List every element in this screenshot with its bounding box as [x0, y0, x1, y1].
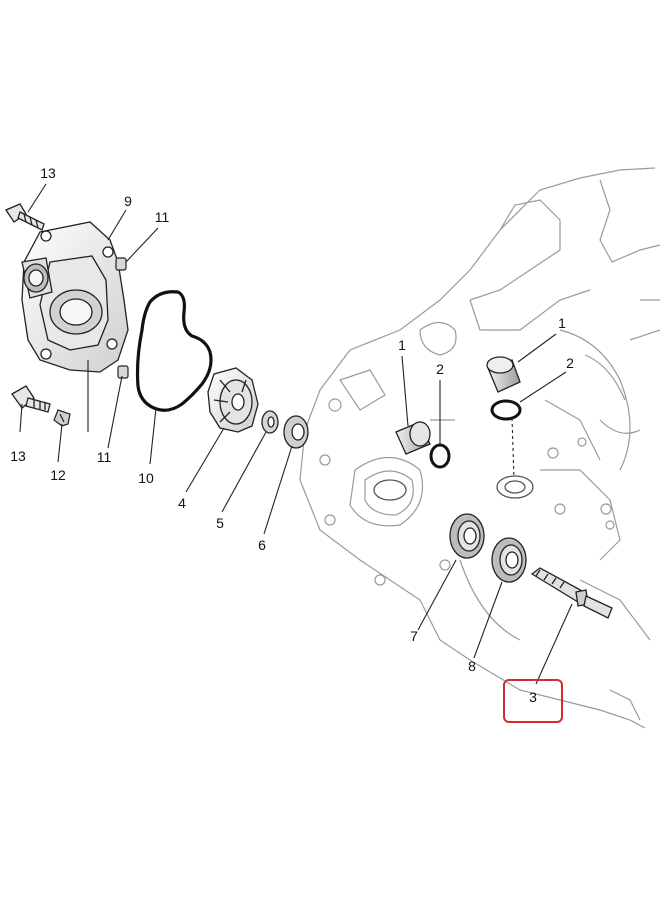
callout-1-right: 1 [558, 315, 566, 331]
impeller-shaft [530, 567, 613, 619]
leader-lines [19, 183, 573, 685]
callout-labels: 13 9 11 13 12 11 10 4 5 6 1 2 1 2 7 8 3 [10, 165, 574, 705]
gasket-outline [135, 290, 213, 412]
o-rings [429, 399, 522, 469]
crankcase-bore [373, 475, 534, 501]
callout-11-lower: 11 [97, 449, 112, 465]
callout-2-right: 2 [566, 355, 574, 371]
callout-5: 5 [216, 515, 224, 531]
callout-4: 4 [178, 495, 186, 511]
bearing-8 [491, 537, 527, 583]
collar-left [395, 421, 431, 455]
water-pump-cover [21, 221, 129, 373]
callout-7: 7 [410, 628, 418, 644]
collar-right [486, 356, 521, 393]
callout-13-lower: 13 [10, 448, 26, 464]
callout-8: 8 [468, 658, 476, 674]
bearing-7 [449, 513, 485, 559]
callout-6: 6 [258, 537, 266, 553]
impeller [207, 367, 259, 433]
callout-2-left: 2 [436, 361, 444, 377]
highlight-box [503, 679, 563, 723]
callout-3: 3 [529, 689, 537, 705]
clip-part [53, 409, 71, 427]
callout-9: 9 [124, 193, 132, 209]
crankcase-outline [299, 167, 660, 729]
oil-seal-6 [283, 415, 309, 449]
bolt-upper [5, 203, 45, 231]
dowel-pins [115, 257, 129, 379]
callout-10: 10 [138, 470, 154, 486]
callout-11-upper: 11 [155, 209, 170, 225]
callout-12: 12 [50, 467, 66, 483]
callout-1-left: 1 [398, 337, 406, 353]
callout-13-upper: 13 [40, 165, 56, 181]
bolt-lower [11, 385, 51, 413]
washer [261, 410, 279, 434]
